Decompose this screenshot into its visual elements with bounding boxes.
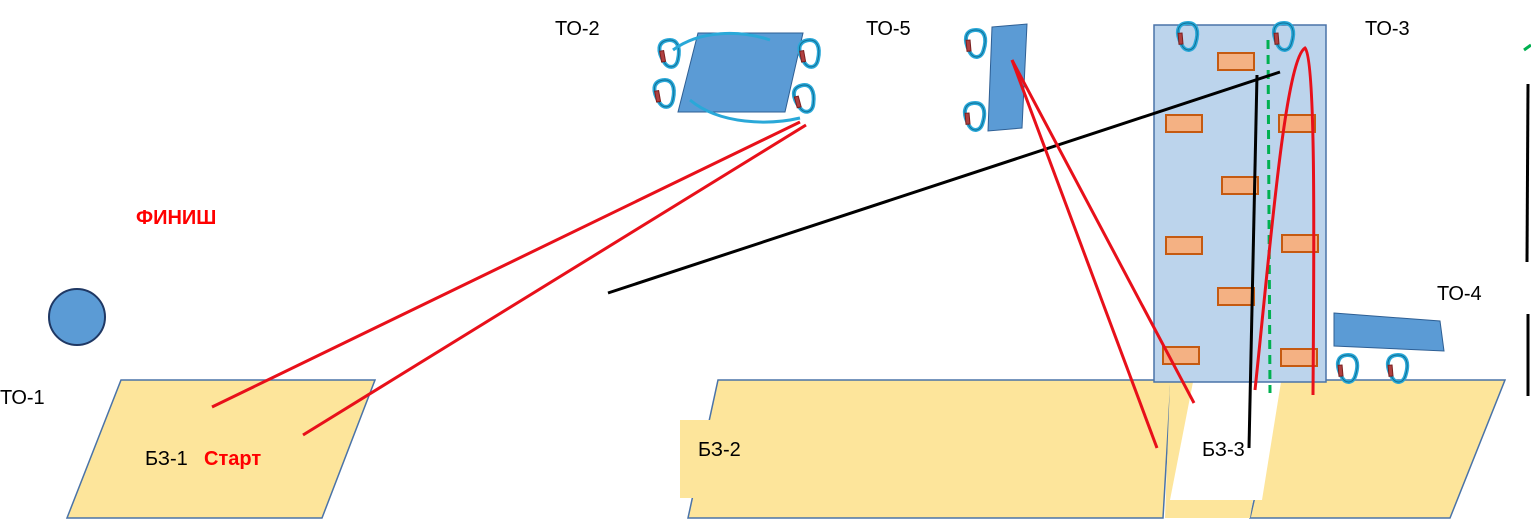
hold: [1280, 348, 1318, 367]
hold: [1165, 236, 1203, 255]
hold: [1165, 114, 1203, 133]
zone-bz2-bz3: [687, 379, 1172, 519]
black-rope-wall: [1247, 74, 1259, 449]
hold: [1217, 52, 1255, 71]
hold: [1281, 234, 1319, 253]
zone-bz1: [65, 379, 377, 519]
climbing-wall: [1153, 24, 1327, 383]
rope-bz1-to2-a: [211, 120, 801, 409]
black-side-bar-upper: [1525, 83, 1530, 263]
platform-to4: [1333, 312, 1445, 352]
platform-to2: [677, 32, 804, 113]
rope-to5-bz3-b: [1010, 59, 1196, 404]
label-to1: ТО-1: [0, 387, 45, 409]
zone-gap-left: [680, 420, 718, 498]
platform-to5: [987, 23, 1028, 132]
label-to2: ТО-2: [555, 18, 600, 40]
zone-bz3-right: [1249, 379, 1507, 519]
label-bz2: БЗ-2: [698, 439, 741, 461]
carabiners-to5: [961, 27, 989, 133]
hold: [1217, 287, 1255, 306]
label-to5: ТО-5: [866, 18, 911, 40]
label-finish: ФИНИШ: [136, 207, 216, 229]
red-ropes: [211, 46, 1316, 449]
label-to4: ТО-4: [1437, 283, 1482, 305]
wall-holds: [1162, 52, 1319, 367]
carabiners-to2: [650, 32, 824, 124]
hold: [1278, 114, 1316, 133]
to1-marker: [48, 288, 106, 346]
label-bz3: БЗ-3: [1202, 439, 1245, 461]
label-bz1: БЗ-1: [145, 448, 188, 470]
black-rope-long: [607, 70, 1281, 295]
carabiners-to4: [1334, 352, 1411, 385]
green-mark: [1523, 43, 1531, 52]
hold: [1221, 176, 1259, 195]
rope-bz1-to2-b: [302, 123, 807, 437]
rope-to3-loop: [1253, 46, 1316, 396]
rope-to5-bz3-a: [1010, 59, 1159, 449]
zone-gap-white: [1170, 382, 1281, 500]
label-start: Старт: [204, 448, 261, 470]
label-to3: ТО-3: [1365, 18, 1410, 40]
